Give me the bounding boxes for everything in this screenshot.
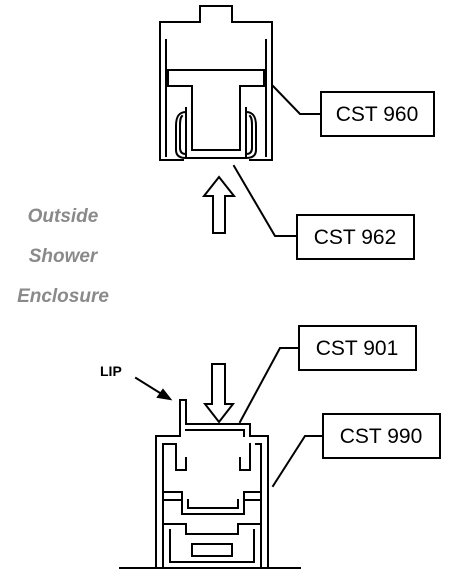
callout-box-cst-960 — [320, 91, 435, 137]
leader-cst-960 — [271, 84, 321, 115]
callout-label-cst-960: CST 960 — [336, 103, 419, 126]
leader-cst-990 — [271, 435, 323, 488]
lip-pointer-arrowhead — [156, 388, 173, 401]
side-note-line-2: Shower — [29, 246, 99, 267]
lip-label: LIP — [100, 363, 122, 379]
callout-label-cst-962: CST 962 — [314, 226, 397, 249]
cst-901-profile — [179, 399, 251, 437]
callout-label-cst-990: CST 990 — [340, 425, 423, 448]
side-note-line-3: Enclosure — [17, 286, 109, 307]
callout-box-cst-901 — [298, 325, 417, 371]
insert-arrow-up-icon — [201, 175, 237, 234]
leader-cst-962 — [232, 164, 297, 237]
cst-990-profile — [119, 435, 301, 569]
insert-arrow-down-icon — [202, 363, 236, 424]
callout-label-cst-901: CST 901 — [316, 337, 399, 360]
cst-960-profile — [159, 5, 273, 161]
side-note-line-1: Outside — [28, 206, 99, 227]
cst-962-profile — [175, 85, 257, 160]
callout-box-cst-990 — [322, 413, 441, 459]
callout-box-cst-962 — [296, 214, 415, 260]
leader-cst-901 — [238, 347, 299, 424]
